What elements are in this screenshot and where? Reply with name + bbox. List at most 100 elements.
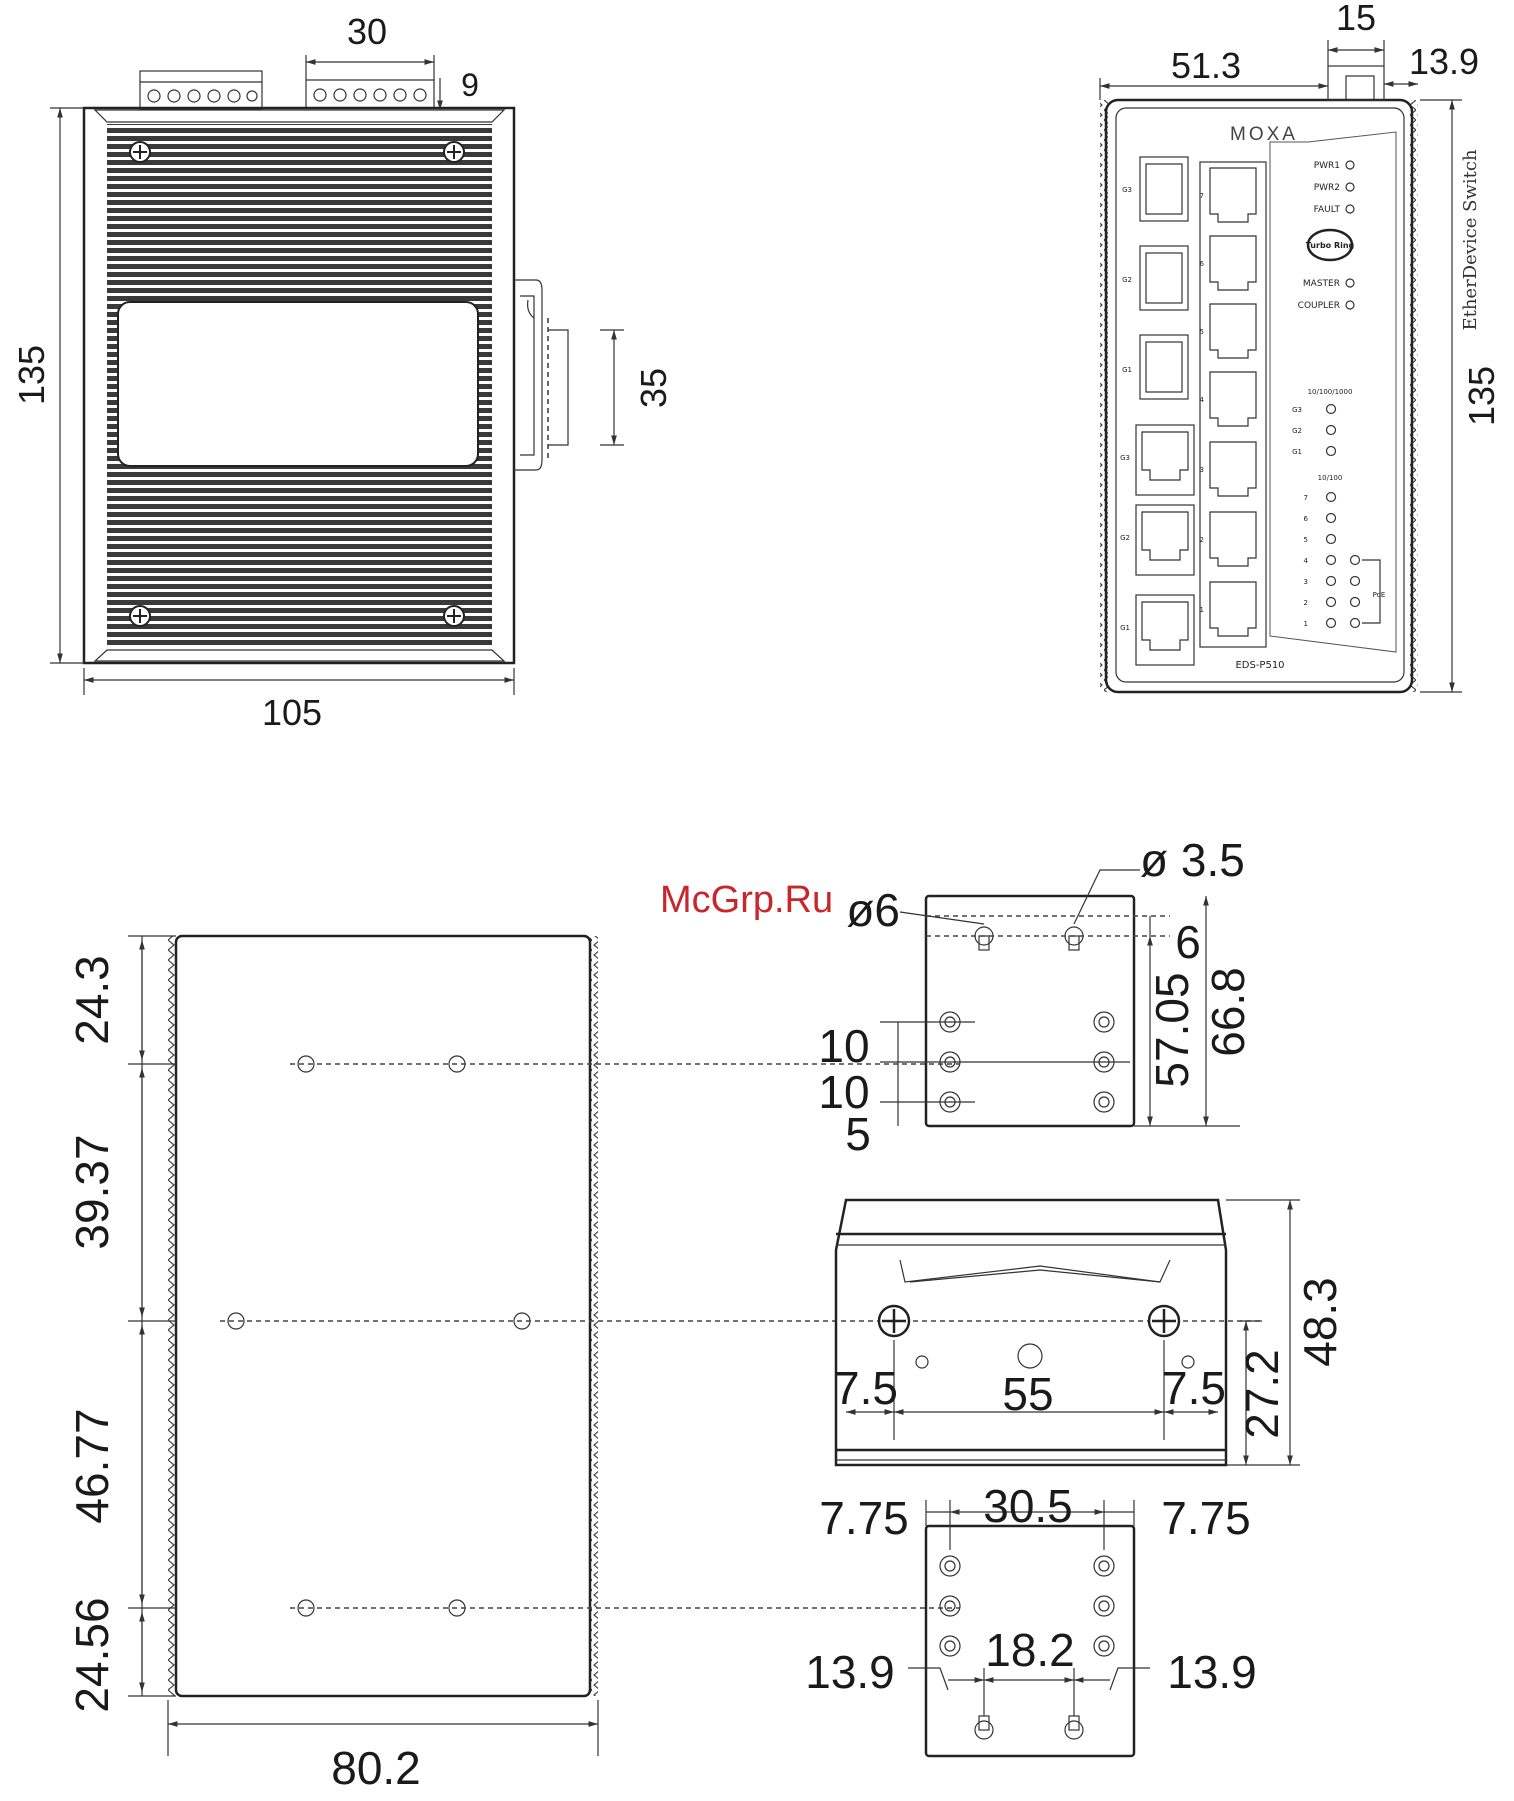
dim-clip-center: 27.2 [1236, 1349, 1288, 1439]
svg-text:G2: G2 [1122, 276, 1132, 284]
plate-holes [939, 1555, 1115, 1657]
svg-text:3: 3 [1200, 466, 1204, 474]
dim-hole-diameter: ø 3.5 [1140, 834, 1245, 886]
mount-hole [297, 1055, 315, 1073]
turbo-ring-logo: Turbo Ring [1306, 228, 1355, 262]
dim-clip-mid: 55 [1002, 1368, 1053, 1420]
dim-terminal-width: 30 [347, 11, 387, 52]
gigabit-ports: G3 G2 G1 G3 G2 G1 [1120, 156, 1195, 666]
dim-clip-height: 48.3 [1294, 1277, 1346, 1367]
label-area [117, 301, 479, 467]
terminal-block-left [139, 70, 263, 110]
svg-text:G3: G3 [1120, 454, 1130, 462]
dim-rear-segment-1: 24.3 [66, 955, 118, 1045]
dim-panel-height: 135 [1461, 366, 1502, 426]
svg-text:G1: G1 [1292, 448, 1302, 456]
mount-hole [227, 1312, 245, 1330]
dim-plate-left-margin: 7.75 [819, 1492, 909, 1544]
dim-din-rail: 35 [633, 368, 674, 408]
status-leds: PWR1 PWR2 FAULT MASTER COUPLER [1298, 160, 1355, 311]
gigabit-port-leds: G3 G2 G1 [1292, 403, 1337, 457]
svg-text:1: 1 [1200, 606, 1204, 614]
dim-clip-left: 7.5 [834, 1362, 898, 1414]
svg-text:G3: G3 [1292, 406, 1302, 414]
screw-icon [443, 605, 465, 627]
screw-icon [443, 141, 465, 163]
product-line: EtherDevice Switch [1460, 149, 1481, 330]
mount-hole [297, 1599, 315, 1617]
svg-text:5: 5 [1200, 328, 1204, 336]
dim-head-diameter: ø6 [846, 884, 900, 936]
dim-plate-total: 66.8 [1202, 967, 1254, 1057]
dim-plate-gap-3: 5 [845, 1108, 871, 1160]
svg-text:2: 2 [1200, 536, 1204, 544]
poe-label: PoE [1373, 591, 1386, 599]
svg-text:4: 4 [1200, 396, 1205, 404]
watermark: McGrp.Ru [660, 879, 833, 921]
dim-keyhole-span: 18.2 [985, 1624, 1075, 1676]
keyhole-icon [974, 926, 994, 951]
screw-icon [877, 1304, 911, 1338]
dim-plate-hole-span: 30.5 [983, 1480, 1073, 1532]
dim-plate-right-margin: 7.75 [1161, 1492, 1251, 1544]
led-label: PWR1 [1314, 161, 1340, 171]
keyhole-icon [974, 1715, 994, 1740]
svg-text:6: 6 [1304, 515, 1309, 523]
wall-mount-plate-top: 10 10 5 ø 3.5 ø6 6 57.05 66.8 [818, 834, 1254, 1160]
dim-rear-segment-2: 39.37 [66, 1134, 118, 1249]
svg-text:Turbo Ring: Turbo Ring [1306, 241, 1355, 250]
screw-icon [1147, 1304, 1181, 1338]
keyhole-icon [1064, 926, 1084, 951]
front-housing [82, 106, 516, 665]
led-label: FAULT [1314, 205, 1341, 215]
center-hole [1017, 1343, 1043, 1369]
dim-plate-gap-1: 10 [818, 1020, 869, 1072]
fast-group-label: 10/100 [1318, 474, 1343, 482]
panel-housing [1104, 98, 1414, 694]
front-view: 105 135 30 9 35 [11, 11, 674, 733]
svg-text:3: 3 [1304, 578, 1308, 586]
dim-plate-right-edge: 13.9 [1167, 1646, 1257, 1698]
dim-front-width: 105 [262, 692, 322, 733]
svg-text:G1: G1 [1120, 624, 1130, 632]
dim-slot: 6 [1175, 916, 1201, 968]
dim-rear-segment-4: 24.56 [66, 1597, 118, 1712]
panel-view: MOXA EtherDevice Switch PWR1 PWR2 FAULT … [1099, 0, 1502, 694]
svg-text:G1: G1 [1122, 366, 1132, 374]
model-label: EDS-P510 [1235, 660, 1284, 671]
dim-clip-right: 7.5 [1162, 1362, 1226, 1414]
svg-text:G3: G3 [1122, 186, 1132, 194]
svg-text:4: 4 [1304, 557, 1309, 565]
dim-rear-segment-3: 46.77 [66, 1408, 118, 1523]
svg-text:2: 2 [1304, 599, 1308, 607]
led-label: PWR2 [1314, 183, 1340, 193]
dim-panel-top-offset: 13.9 [1409, 41, 1479, 82]
led-label: MASTER [1303, 279, 1340, 289]
dim-panel-depth: 51.3 [1171, 45, 1241, 86]
dim-panel-top-width: 15 [1336, 0, 1376, 38]
screw-icon [129, 605, 151, 627]
svg-text:7: 7 [1200, 192, 1204, 200]
wall-mount-plate-bottom: 7.75 30.5 7.75 18.2 13.9 13.9 [805, 1480, 1257, 1758]
rear-view: 24.3 39.37 46.77 24.56 80.2 [66, 934, 1260, 1794]
terminal-block-right [305, 79, 435, 109]
din-rail-clip-side [514, 279, 569, 471]
screw-icon [129, 141, 151, 163]
fast-ethernet-ports: 7 6 5 4 3 2 1 [1199, 161, 1267, 648]
dim-plate-left-edge: 13.9 [805, 1646, 895, 1698]
svg-text:G2: G2 [1120, 534, 1130, 542]
rear-housing [174, 934, 592, 1698]
dim-plate-gap-2: 10 [818, 1066, 869, 1118]
dim-rear-width: 80.2 [331, 1742, 421, 1794]
keyhole-icon [1064, 1715, 1084, 1740]
svg-text:G2: G2 [1292, 427, 1302, 435]
dim-terminal-height: 9 [461, 67, 479, 103]
din-rail-clip: 7.5 55 7.5 48.3 27.2 [834, 1198, 1346, 1467]
brand-logo: MOXA [1230, 124, 1298, 145]
fast-port-leds: 7 6 5 4 3 2 1 PoE [1304, 491, 1386, 629]
svg-text:6: 6 [1200, 260, 1205, 268]
svg-text:7: 7 [1304, 494, 1308, 502]
svg-text:5: 5 [1304, 536, 1308, 544]
led-label: COUPLER [1298, 301, 1340, 311]
